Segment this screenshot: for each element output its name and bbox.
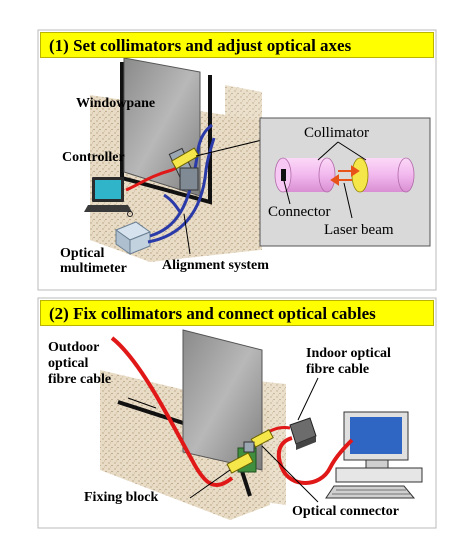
label-collimator: Collimator bbox=[304, 125, 369, 141]
label-windowpane: Windowpane bbox=[76, 96, 156, 111]
label-laser-beam: Laser beam bbox=[324, 222, 394, 238]
indoor-computer bbox=[325, 411, 423, 499]
transceiver-box bbox=[289, 417, 317, 450]
alignment-system bbox=[168, 147, 200, 191]
label-outdoor-cable: Outdoor optical fibre cable bbox=[48, 340, 112, 387]
panel2-frame bbox=[37, 297, 437, 529]
laser-beam-arrows bbox=[330, 165, 360, 186]
outdoor-fibre-cable bbox=[110, 336, 234, 488]
label-optical-connector: Optical connector bbox=[292, 504, 399, 519]
optical-multimeter bbox=[114, 221, 152, 255]
panel1-frame bbox=[37, 29, 437, 291]
label-controller: Controller bbox=[62, 150, 125, 165]
label-alignment-system: Alignment system bbox=[162, 258, 269, 273]
panel1-title: (1) Set collimators and adjust optical a… bbox=[40, 32, 434, 58]
collimator-right bbox=[351, 157, 415, 193]
panel2-title: (2) Fix collimators and connect optical … bbox=[40, 300, 434, 326]
cable-blue-1a bbox=[149, 123, 213, 238]
label-optical-multimeter: Optical multimeter bbox=[60, 246, 127, 276]
indoor-fibre-cable bbox=[276, 436, 354, 485]
label-indoor-cable: Indoor optical fibre cable bbox=[306, 346, 391, 377]
windowpane-glass-2 bbox=[182, 329, 263, 471]
wall-1-edge bbox=[225, 85, 262, 250]
label-connector: Connector bbox=[268, 204, 331, 220]
fixing-block bbox=[226, 429, 274, 474]
label-fixing-block: Fixing block bbox=[84, 490, 159, 505]
cable-blue-1b bbox=[147, 137, 216, 244]
controller-monitor bbox=[84, 177, 133, 217]
collimator-left bbox=[274, 157, 336, 193]
